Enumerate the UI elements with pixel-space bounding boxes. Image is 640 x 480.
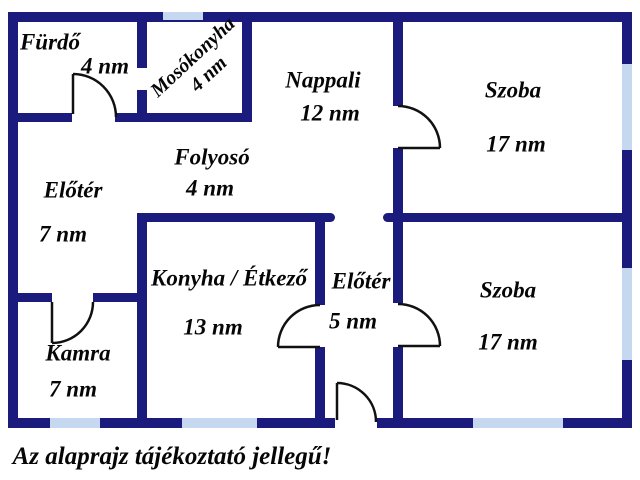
label-szoba-also-name: Szoba [479,277,537,303]
wall-mosokonyha-bottom [115,113,252,122]
label-eloter-kozep-area: 5 nm [329,308,377,334]
wall-szoba-szoba [383,213,632,222]
door-nappali-szoba-arc [397,104,442,149]
wall-folyoso-konyha [137,213,335,222]
window-szoba-felso-right [622,64,632,150]
wall-mosokonyha-right [242,12,252,122]
window-mosokonyha [163,12,203,20]
label-kamra-area: 7 nm [49,376,97,402]
label-konyha-area: 13 nm [183,314,243,340]
label-nappali-area: 12 nm [300,100,360,126]
label-szoba-felso-area: 17 nm [486,131,546,157]
wall-nappali-szoba-mid [393,148,403,303]
wall-furdo-bottom-left [8,113,72,122]
wall-outer-bottom-left [8,418,335,428]
door-kamra-arc [51,301,95,345]
wall-konyha-eloter-lower [315,347,325,428]
label-mosokonyha: Mosókonyha 4 nm [146,13,255,119]
label-eloter-kozep-name: Előtér [331,268,391,294]
label-nappali-name: Nappali [285,67,361,93]
wall-outer-left [8,12,18,428]
wall-eloter-kamra-left [8,293,52,302]
window-konyha [182,418,257,428]
door-konyha-arc [276,303,321,348]
window-szoba-also-right [622,268,632,360]
wall-konyha-eloter-upper [315,213,325,305]
label-kamra-name: Kamra [45,340,111,366]
label-furdo-name: Fürdő [19,29,81,55]
wall-eloter-kamra-right [93,293,147,302]
wall-kamra-konyha [137,213,147,428]
label-folyoso-area: 4 nm [186,175,234,201]
label-eloter-bal-name: Előtér [43,177,103,203]
door-entry-arc [336,381,378,423]
wall-outer-top [8,12,632,22]
plan-disclaimer: Az alaprajz tájékoztató jellegű! [12,443,332,470]
label-folyoso-name: Folyosó [174,144,250,170]
label-furdo-area: 4 nm [81,53,129,79]
wall-furdo-mosokonyha-upper [137,12,147,68]
label-eloter-bal-area: 7 nm [39,221,87,247]
door-eloter-szoba-arc [397,302,442,347]
window-kamra [50,418,100,428]
label-konyha-name: Konyha / Étkező [151,265,307,291]
wall-nappali-szoba-upper [393,12,403,106]
door-furdo-arc [72,72,118,118]
wall-eloter-szoba-lower [393,347,403,418]
label-szoba-also-area: 17 nm [478,329,538,355]
window-szoba-also-bottom [473,418,563,428]
wall-furdo-mosokonyha-lower [137,90,147,122]
label-szoba-felso-name: Szoba [484,77,542,103]
